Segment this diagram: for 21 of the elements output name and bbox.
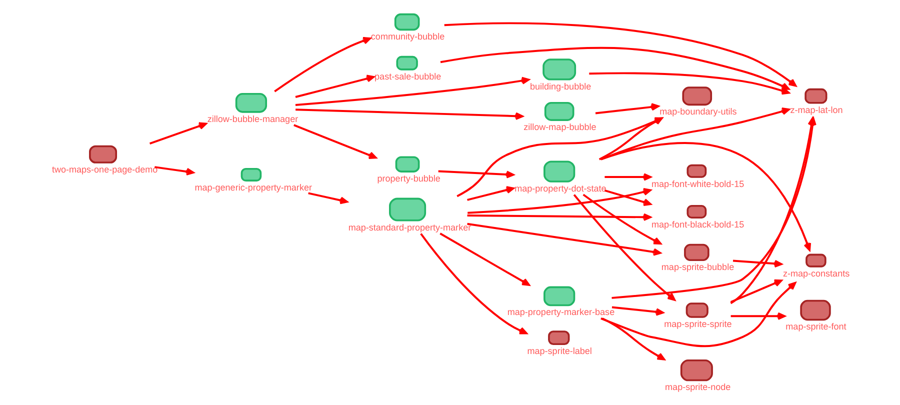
node-label: zillow-bubble-manager <box>207 114 298 124</box>
node-label: community-bubble <box>370 32 445 42</box>
node-label: map-sprite-font <box>786 322 846 332</box>
node-label: map-sprite-label <box>527 346 592 356</box>
node-label: property-bubble <box>377 173 440 184</box>
node-label: two-maps-one-page-demo <box>52 164 158 174</box>
node-label: map-generic-property-marker <box>194 182 312 193</box>
node-label: map-font-white-bold-15 <box>652 178 744 189</box>
node-label: map-font-black-bold-15 <box>652 220 744 230</box>
node-label: map-sprite-sprite <box>664 318 732 329</box>
node-label: map-sprite-node <box>665 382 731 392</box>
node-label: z-map-lat-lon <box>790 104 843 115</box>
node-label: map-sprite-bubble <box>661 262 734 272</box>
node-label: building-bubble <box>530 81 592 92</box>
node-label: z-map-constants <box>782 268 850 278</box>
node-label: map-standard-property-marker <box>348 222 472 232</box>
node-label: past-sale-bubble <box>374 71 442 82</box>
node-label: zillow-map-bubble <box>524 122 596 132</box>
node-label: map-boundary-utils <box>660 106 737 117</box>
node-label: map-property-dot-state <box>514 183 606 194</box>
node-label: map-property-marker-base <box>507 307 615 318</box>
